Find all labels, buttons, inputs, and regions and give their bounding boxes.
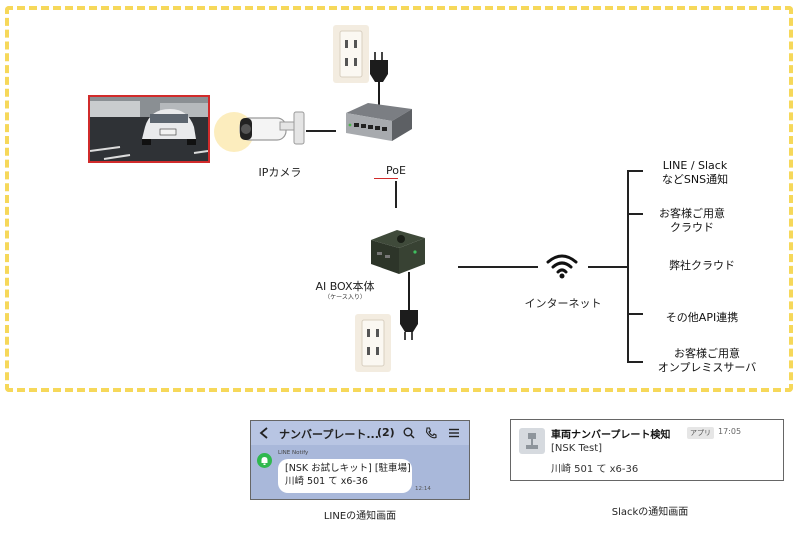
line-message-line2: 川崎 501 て x6-36: [285, 476, 368, 487]
destination-bus: [627, 170, 629, 362]
slack-message-line2: 川崎 501 て x6-36: [551, 464, 639, 475]
parking-lot-image: [90, 97, 208, 161]
poe-switch-icon: [346, 103, 412, 141]
line-chat-count: (2): [377, 426, 395, 439]
destination-onpremise: お客様ご用意 オンプレミスサーバ: [657, 347, 757, 374]
connector-aibox-internet: [458, 266, 538, 268]
phone-icon[interactable]: [425, 427, 437, 439]
line-notify-bell-icon: [257, 453, 272, 468]
line-message-line1: [NSK お試しキット] [駐車場]: [285, 463, 411, 474]
connector-camera-poe: [306, 130, 336, 132]
aibox-sublabel: （ケース入り）: [324, 294, 366, 301]
destination-other-api: その他API連携: [665, 311, 739, 324]
power-plug-icon: [370, 52, 388, 108]
destination-our-cloud: 弊社クラウド: [669, 259, 735, 272]
line-chat-title: ナンバープレート...: [279, 428, 379, 441]
slack-message-time: 17:05: [718, 427, 742, 436]
wifi-icon: [546, 254, 578, 279]
branch-1: [627, 213, 643, 215]
connector-internet-hub: [588, 266, 628, 268]
slack-app-avatar: [519, 428, 545, 454]
camera-bot-icon: [526, 433, 538, 449]
slack-message-line1: [NSK Test]: [551, 443, 603, 454]
branch-3: [627, 313, 643, 315]
search-icon[interactable]: [403, 427, 415, 439]
slack-caption: Slackの通知画面: [611, 507, 689, 518]
menu-icon[interactable]: [448, 427, 460, 439]
ip-camera-icon: [214, 111, 305, 152]
slack-app-name: 車両ナンバープレート検知: [551, 430, 671, 441]
system-boundary-frame: [5, 6, 793, 392]
line-message-time: 12:14: [415, 486, 431, 492]
poe-underline: [374, 178, 398, 179]
line-header: ナンバープレート... (2): [251, 421, 469, 445]
chevron-left-icon[interactable]: [259, 427, 269, 439]
destination-customer-cloud: お客様ご用意 クラウド: [659, 207, 725, 234]
slack-notification-screen: 車両ナンバープレート検知 アプリ 17:05 [NSK Test] 川崎 501…: [510, 419, 784, 481]
line-message-bubble: [NSK お試しキット] [駐車場] 川崎 501 て x6-36: [278, 459, 412, 493]
line-notification-screen: ナンバープレート... (2) LINE Notify [NSK お試しキット]…: [250, 420, 470, 500]
destination-sns: LINE / Slack などSNS通知: [661, 159, 729, 186]
power-plug-icon: [400, 272, 418, 340]
poe-label: PoE: [386, 164, 406, 177]
branch-0: [627, 170, 643, 172]
camera-view-photo: [88, 95, 210, 163]
internet-label: インターネット: [524, 297, 602, 310]
camera-label: IPカメラ: [258, 166, 302, 179]
slack-app-badge: アプリ: [687, 427, 714, 439]
line-notify-sender: LINE Notify: [278, 450, 309, 456]
power-outlet-icon: [355, 314, 391, 372]
branch-4: [627, 361, 643, 363]
connector-poe-aibox: [395, 181, 397, 208]
line-caption: LINEの通知画面: [323, 511, 397, 522]
power-outlet-icon: [333, 25, 369, 83]
aibox-label: AI BOX本体: [315, 280, 375, 293]
ai-box-icon: [371, 230, 425, 274]
